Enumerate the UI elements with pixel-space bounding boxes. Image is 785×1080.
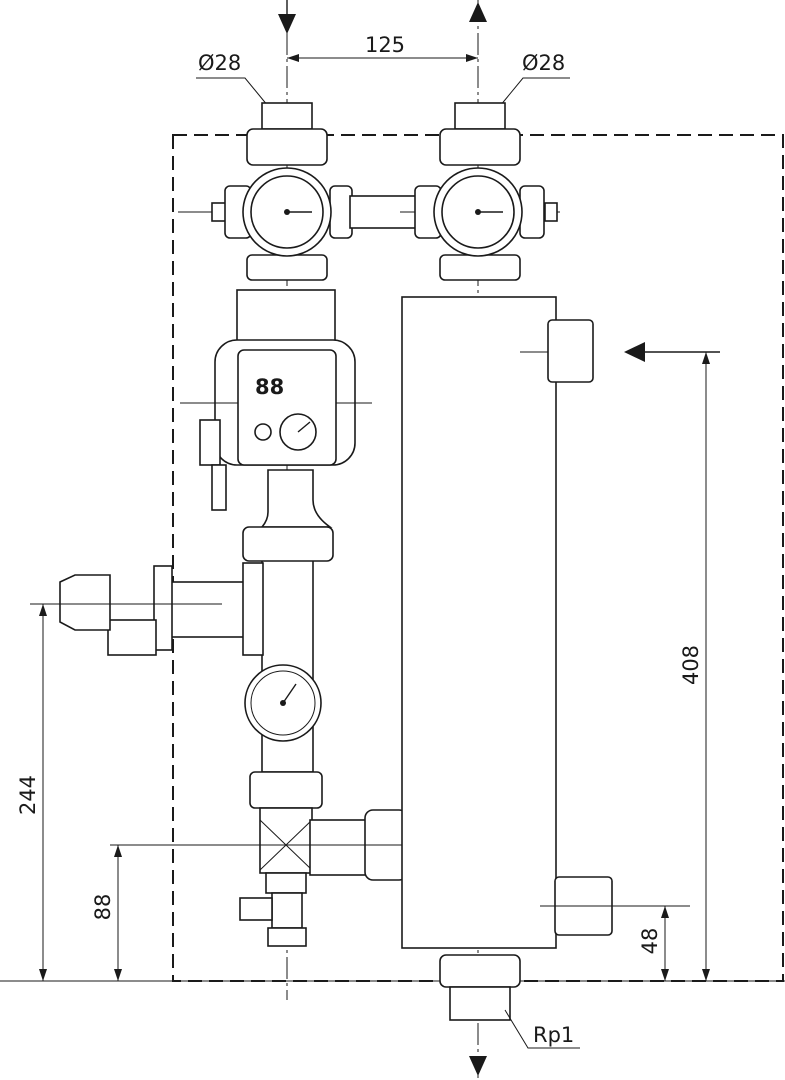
- flow-arrow-inlet: [624, 342, 720, 362]
- diameter-label: Ø28: [198, 51, 241, 75]
- thread-label: Rp1: [504, 1009, 580, 1049]
- pump-cable: [211, 464, 227, 511]
- nut-right: [439, 128, 521, 166]
- pump-display: 88: [255, 375, 284, 399]
- dimension-125: 125: [287, 33, 478, 62]
- nut-left: [246, 128, 328, 166]
- top-fitting-right: [454, 102, 506, 130]
- pipe-nut: [242, 526, 334, 562]
- dimension-244: 244: [16, 604, 47, 981]
- dimension-label: 88: [91, 894, 115, 921]
- pressure-gauge-icon: [244, 664, 322, 742]
- drain-valve: [239, 872, 307, 947]
- circulation-pump: 88: [180, 289, 372, 528]
- safety-valve: [30, 562, 264, 656]
- diameter-left: Ø28: [196, 51, 269, 107]
- thread-label-text: Rp1: [533, 1023, 574, 1047]
- dimension-label: 125: [365, 33, 405, 57]
- bottom-nut: [439, 954, 521, 988]
- flow-arrow-left-down: [278, 0, 296, 34]
- top-fitting-left: [261, 102, 313, 130]
- tee-body: [259, 807, 313, 874]
- flow-arrow-bottom-down: [469, 1056, 487, 1076]
- dimension-label: 244: [16, 775, 40, 815]
- pump-cable-connector: [199, 419, 221, 466]
- flow-arrow-right-up: [469, 2, 487, 22]
- diameter-label: Ø28: [522, 51, 565, 75]
- dimension-88: 88: [91, 845, 122, 981]
- dimension-408: 408: [679, 352, 710, 981]
- pump-display-panel: [237, 349, 337, 466]
- bottom-fitting: [449, 986, 511, 1021]
- valve-knob-icon: [59, 574, 111, 631]
- dimension-48: 48: [638, 906, 669, 981]
- hydraulic-separator: [401, 296, 557, 949]
- ball-valve-right: [400, 167, 560, 281]
- ball-valve-left: [178, 167, 370, 281]
- lower-nut: [249, 771, 323, 809]
- pump-led: [254, 423, 272, 441]
- connection-pipe: [309, 819, 369, 876]
- dimension-label: 48: [638, 928, 662, 955]
- separator-inlet: [547, 319, 594, 383]
- dimension-label: 408: [679, 645, 703, 685]
- diameter-right: Ø28: [499, 51, 570, 107]
